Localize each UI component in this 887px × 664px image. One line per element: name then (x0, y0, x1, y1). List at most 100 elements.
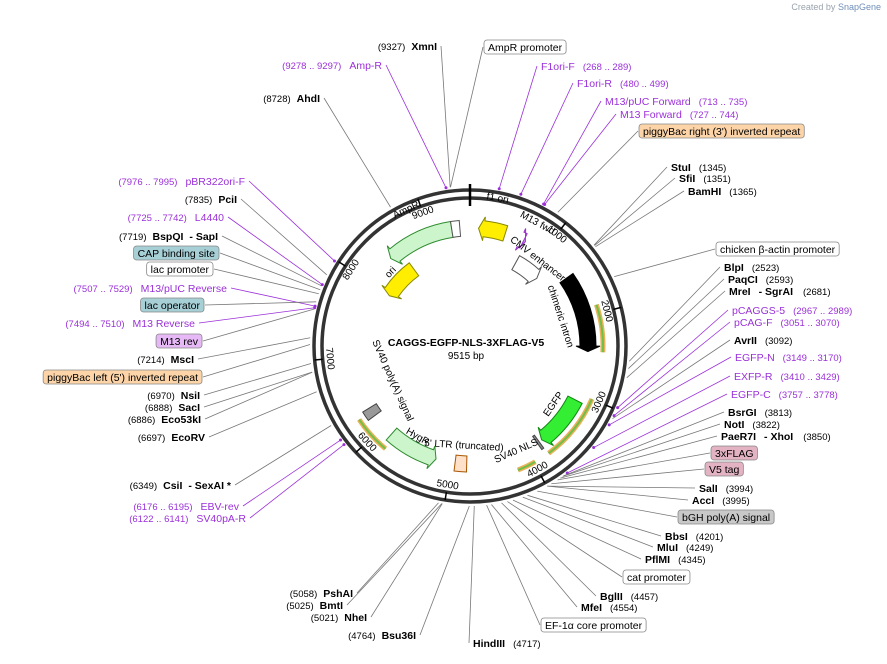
site-acci: AccI(3995) (692, 495, 750, 507)
site-bsrgi: BsrGI(3813) (728, 407, 792, 419)
leader-line (419, 505, 470, 636)
site-ecorv: EcoRV(6697) (138, 432, 205, 444)
site-pb-right: piggyBac right (3') inverted repeat (638, 123, 805, 139)
site-ahdi: AhdI (8728) (263, 93, 320, 105)
enzyme-name: PaqCI (728, 274, 758, 286)
site-lac-operator: lac operator (140, 297, 205, 313)
leader-line (491, 504, 578, 608)
leader-line (557, 452, 711, 481)
site-hindiii: HindIII(4717) (473, 638, 541, 650)
enzyme-name: BamHI (688, 186, 721, 198)
enzyme-name: BbsI (665, 531, 688, 543)
feature-box-label: V5 tag (709, 464, 740, 476)
primer-range: (9278 .. 9297) (282, 61, 341, 72)
feature-box-label: M13 rev (160, 336, 199, 348)
leader-line (520, 82, 574, 195)
enzyme-name: SacI (178, 402, 200, 414)
feature-box (140, 297, 205, 313)
enzyme-name: BmtI (320, 600, 343, 612)
enzyme-name: BglII (600, 591, 623, 603)
leader-line (204, 371, 313, 420)
site-pcaggs5: pCAGGS-5 (2967 .. 2989) (732, 305, 852, 317)
primer-name: SV40pA-R (196, 513, 246, 525)
enzyme-position: (3995) (722, 496, 749, 507)
primer-name: F1ori-R (577, 78, 612, 90)
enzyme-name: AvrII (734, 335, 757, 347)
primer-range: (480 .. 499) (620, 79, 669, 90)
credit-prefix: Created by (791, 2, 836, 12)
enzyme-name: NheI (344, 612, 367, 624)
feature-ori (381, 262, 420, 300)
leader-line (563, 411, 725, 477)
enzyme-name: PshAI (323, 588, 353, 600)
site-v5tag: V5 tag (704, 461, 744, 477)
enzyme-name: EcoRV (171, 432, 205, 444)
enzyme-name: NotI (724, 419, 744, 431)
primer-name: L4440 (195, 212, 224, 224)
feature-box (638, 123, 805, 139)
leader-line (547, 485, 689, 501)
feature-chimeric-intron (559, 272, 601, 353)
feature-arcs (357, 303, 606, 473)
enzyme-position: (3850) (803, 432, 830, 443)
site-mfei: MfeI(4554) (581, 602, 637, 614)
primer-site-marker (592, 446, 596, 450)
primer-name: EGFP-C (731, 389, 771, 401)
site-sv40pa-r: SV40pA-R(6122 .. 6141) (129, 513, 246, 525)
tick-mark (338, 261, 346, 267)
site-bsu36i: Bsu36I(4764) (348, 630, 416, 642)
site-sali: SalI(3994) (699, 483, 753, 495)
site-bbsi: BbsI(4201) (665, 531, 723, 543)
features (362, 216, 601, 473)
enzyme-position: (2593) (766, 275, 793, 286)
site-blpi: BlpI(2523) (724, 262, 779, 274)
leader-line (543, 100, 602, 205)
site-exfp-r: EXFP-R(3410 .. 3429) (734, 371, 840, 383)
primer-name: pCAGGS-5 (732, 305, 785, 317)
enzyme-position: (7835) (185, 195, 212, 206)
feature-box (133, 245, 220, 261)
enzyme-position: (3813) (765, 408, 792, 419)
site-csii: - SexAI *CsiI(6349) (130, 480, 232, 492)
leader-line (203, 363, 312, 396)
primer-site-marker (320, 283, 324, 287)
site-ampr-primer: Amp-R(9278 .. 9297) (282, 60, 382, 72)
leader-lines (197, 45, 732, 644)
feature-box (155, 333, 203, 349)
site-3xflag: 3xFLAG (710, 445, 758, 461)
feature-box-label: EF-1α core promoter (545, 620, 643, 632)
enzyme-position: (6970) (147, 391, 174, 402)
site-pcagf: pCAG-F(3051 .. 3070) (734, 317, 840, 329)
site-pcii: PciI(7835) (185, 194, 237, 206)
leader-line (507, 501, 623, 578)
enzyme-name: MreI (729, 286, 751, 298)
enzyme-position: (5058) (290, 589, 317, 600)
leader-line (242, 439, 341, 507)
feature-box-label: lac operator (145, 300, 201, 312)
enzyme-position: (8728) (263, 94, 290, 105)
enzyme-name: SalI (699, 483, 718, 495)
site-bglii: BglII(4457) (600, 591, 658, 603)
leader-line (450, 46, 484, 188)
leader-line (557, 130, 639, 213)
leader-line (249, 444, 345, 519)
site-lac-promoter: lac promoter (146, 261, 214, 277)
enzyme-position: (4554) (610, 603, 637, 614)
leader-line (527, 494, 662, 537)
enzyme-position: - SgrAI (759, 286, 794, 298)
snapgene-credit: Created by SnapGene (791, 2, 881, 12)
enzyme-extra: - SexAI * (188, 480, 232, 492)
site-mlui: MluI(4249) (657, 542, 713, 554)
site-eco53ki: Eco53kI(6886) (128, 414, 201, 426)
leader-line (628, 278, 725, 369)
feature-ampr-promoter (449, 219, 462, 238)
primer-name: EBV-rev (200, 501, 239, 513)
primer-range: (6176 .. 6195) (133, 502, 192, 513)
site-m13-rev-box: M13 rev (155, 333, 203, 349)
primer-range: (2967 .. 2989) (793, 306, 852, 317)
enzyme-name: AhdI (297, 93, 320, 105)
primer-range: (268 .. 289) (583, 62, 632, 73)
plasmid-backbone (312, 184, 628, 504)
leader-line (626, 290, 726, 379)
